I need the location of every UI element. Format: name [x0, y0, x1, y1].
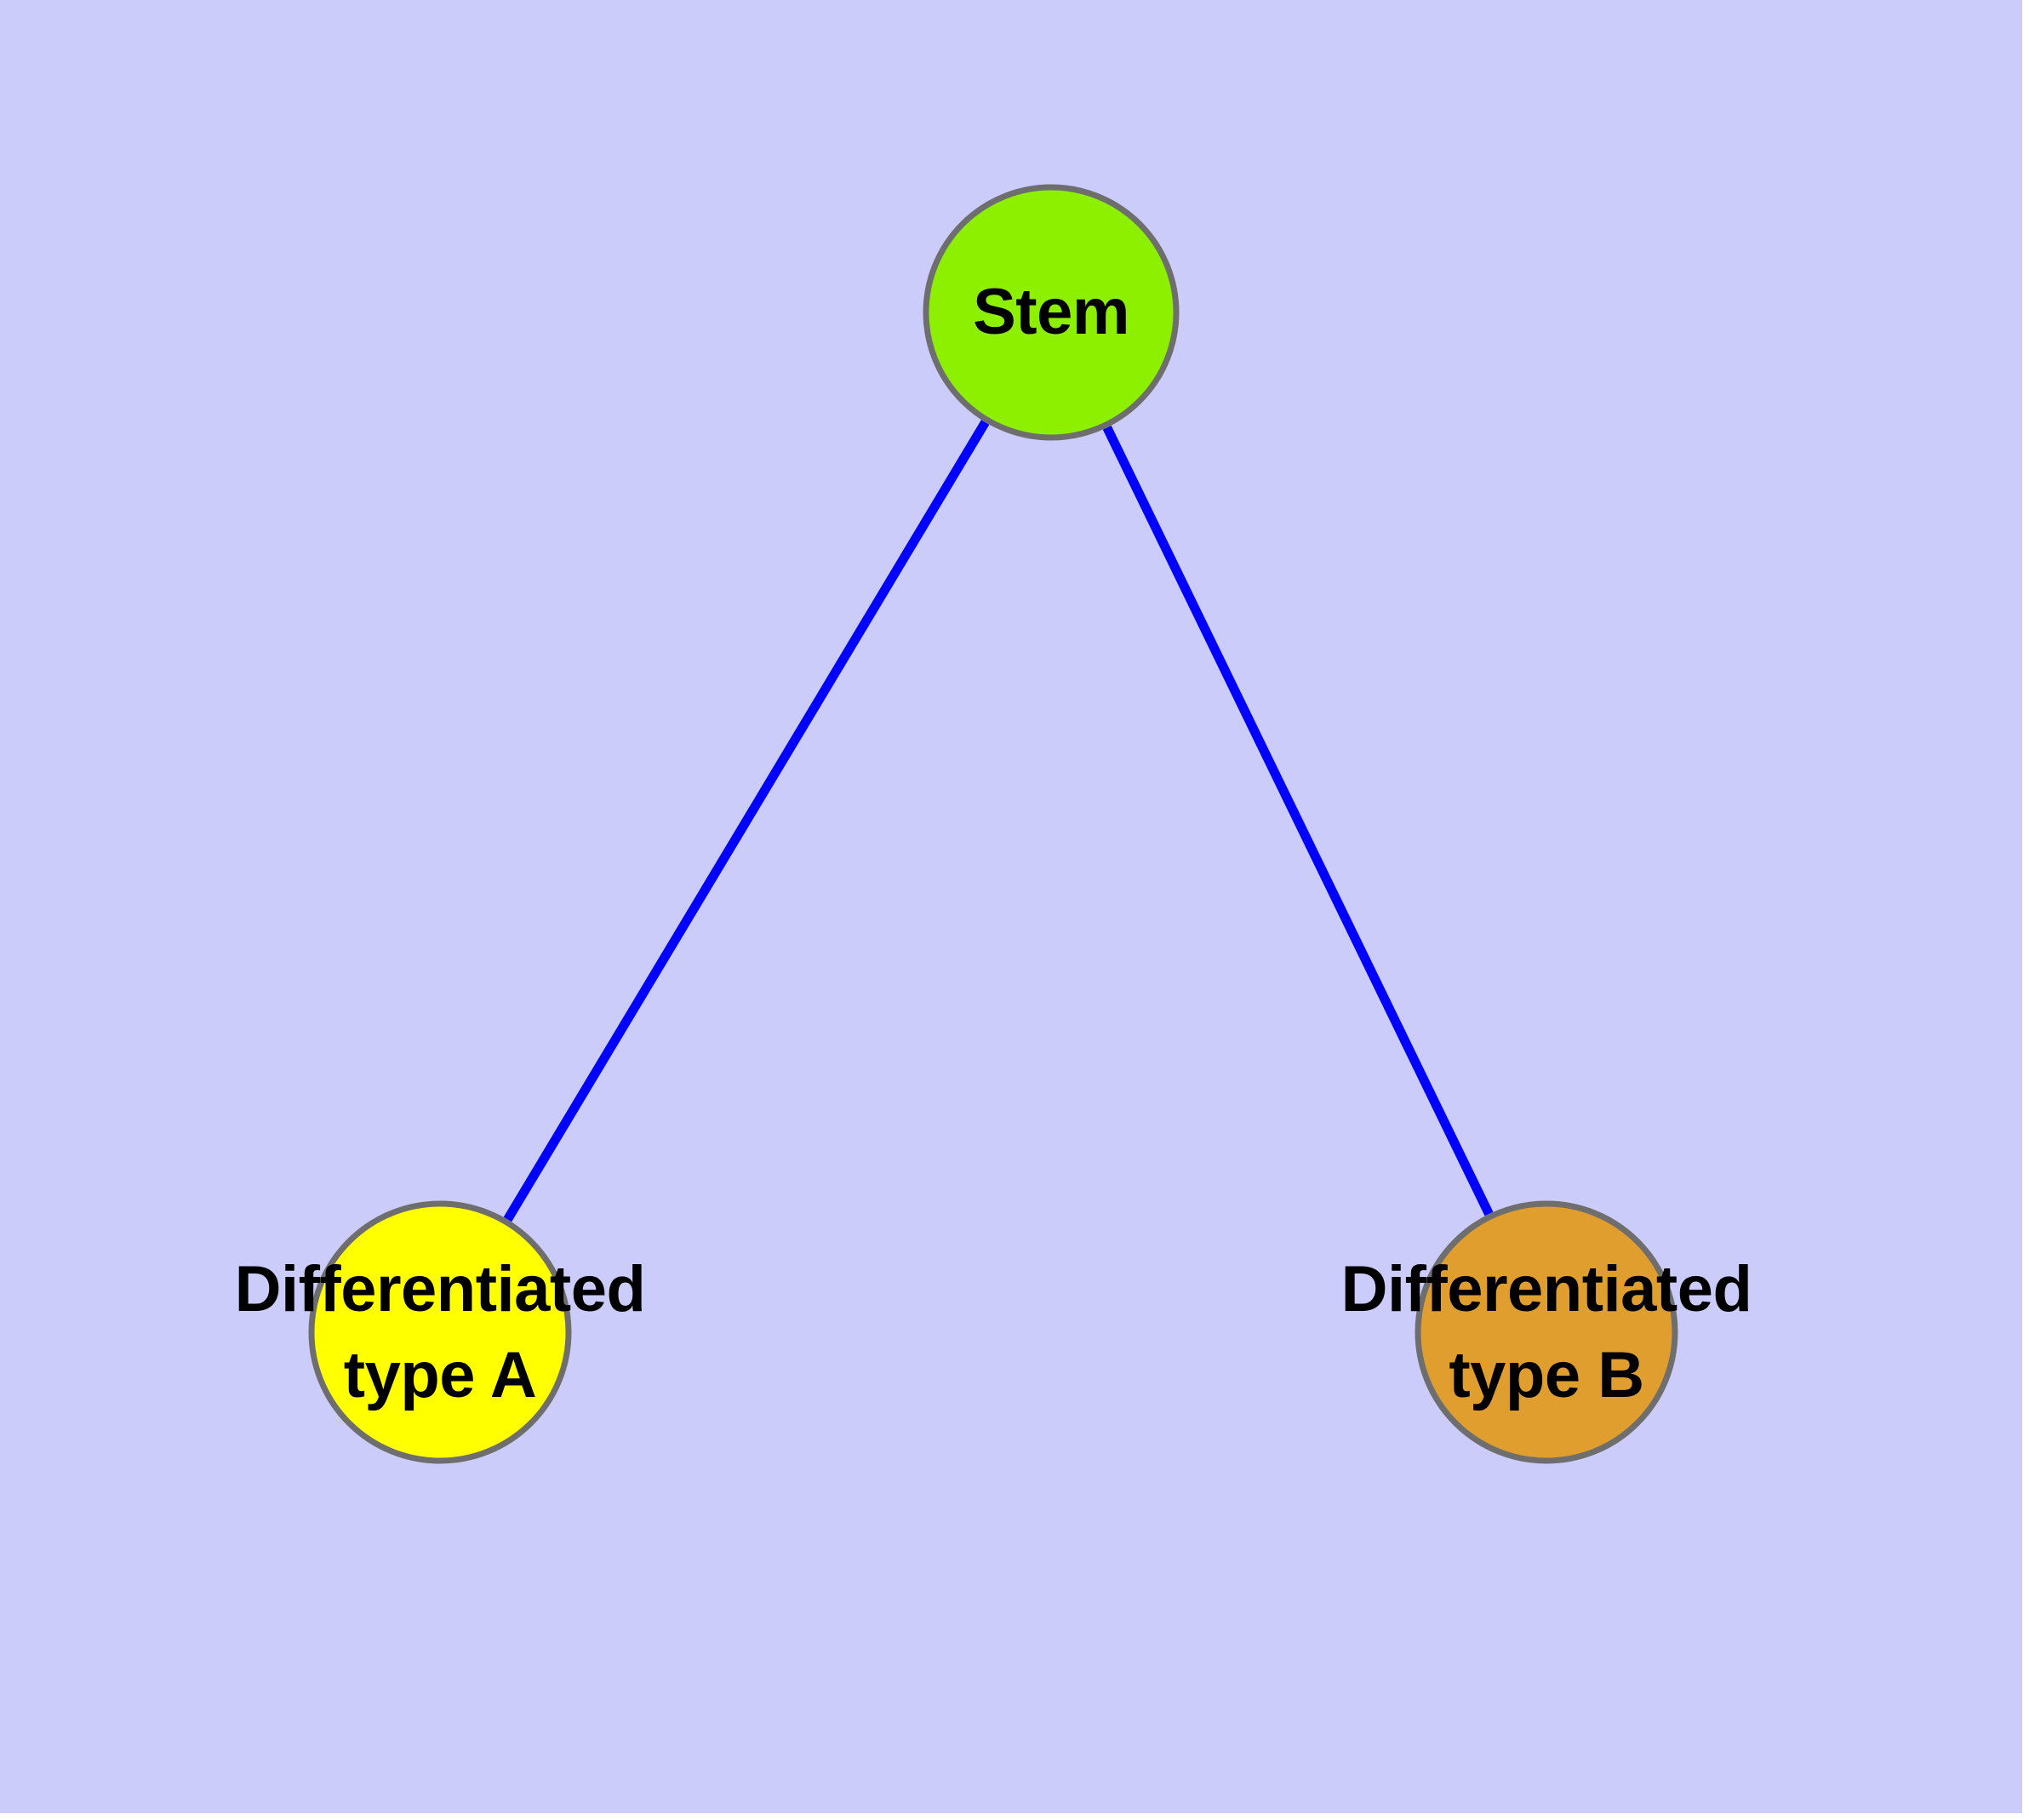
edge-layer — [503, 420, 1494, 1222]
graph-node-diff-a[interactable] — [308, 1200, 572, 1464]
graph-node-diff-b[interactable] — [1415, 1200, 1678, 1464]
graph-edge[interactable] — [1102, 425, 1494, 1216]
node-layer — [308, 184, 1678, 1464]
graph-node-stem[interactable] — [923, 184, 1180, 441]
graph-edge[interactable] — [503, 420, 990, 1222]
